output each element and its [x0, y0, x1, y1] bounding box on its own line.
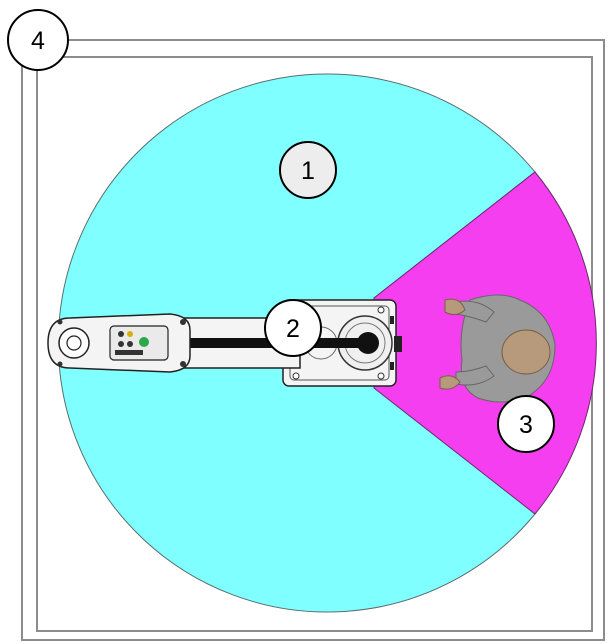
callout-1: 1 [279, 141, 337, 199]
operator-top-view-icon [439, 294, 556, 403]
callout-1-label: 1 [301, 157, 315, 185]
callout-4: 4 [7, 9, 69, 71]
callout-2: 2 [264, 299, 322, 357]
callout-4-label: 4 [31, 27, 45, 55]
operator-head [501, 329, 551, 375]
callout-3-label: 3 [519, 411, 533, 439]
callout-2-label: 2 [286, 315, 300, 343]
callout-3: 3 [497, 395, 555, 453]
